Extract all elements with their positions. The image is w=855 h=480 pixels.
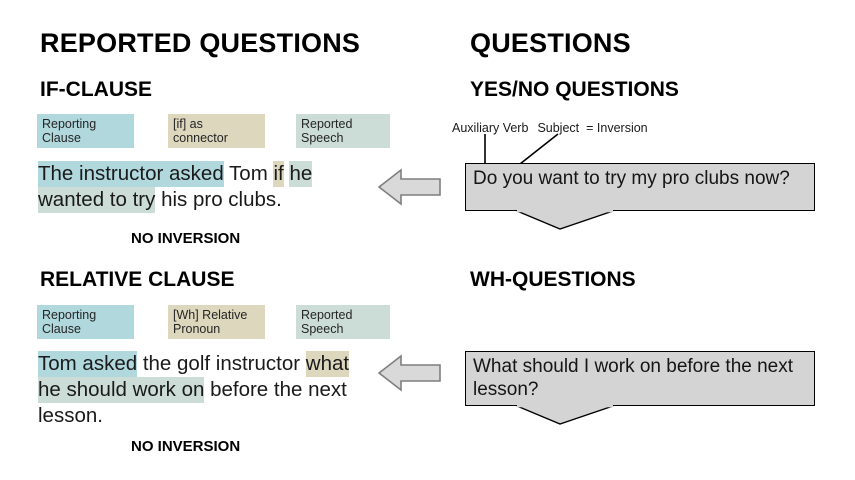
legend-box-if-connector: [if] as connector bbox=[168, 114, 265, 148]
legend-line-2: Clause bbox=[42, 322, 81, 336]
highlight-reporting-clause: Tom asked bbox=[38, 351, 138, 377]
left-column-heading: REPORTED QUESTIONS bbox=[40, 28, 361, 58]
question-bubble-wh-text: What should I work on before the next le… bbox=[465, 351, 815, 406]
legend-box-reporting-clause-2: Reporting Clause bbox=[37, 305, 134, 339]
legend-line-1: Reporting bbox=[42, 117, 97, 131]
legend-line-2: Speech bbox=[301, 322, 344, 336]
plain-text-1: the golf instructor bbox=[137, 352, 306, 375]
annotation-equals-inversion: = Inversion bbox=[586, 121, 648, 135]
highlight-wh-pronoun: what bbox=[305, 351, 350, 377]
section-heading-wh-questions: WH-QUESTIONS bbox=[470, 268, 636, 291]
example-sentence-relative-clause: Tom asked the golf instructor what he sh… bbox=[38, 351, 370, 429]
footer-no-inversion-1: NO INVERSION bbox=[131, 230, 241, 247]
footer-no-inversion-2: NO INVERSION bbox=[131, 438, 241, 455]
right-column-heading: QUESTIONS bbox=[470, 28, 631, 58]
section-heading-if-clause: IF-CLAUSE bbox=[40, 78, 152, 101]
annotation-leader-lines bbox=[484, 133, 559, 165]
arrow-wh-to-relative-clause bbox=[378, 354, 441, 392]
legend-box-reported-speech-1: Reported Speech bbox=[296, 114, 390, 148]
legend-line-2: Speech bbox=[301, 131, 344, 145]
legend-line-2: Clause bbox=[42, 131, 81, 145]
plain-text-1: Tom bbox=[223, 162, 274, 185]
legend-line-1: Reported bbox=[301, 117, 353, 131]
question-bubble-wh: What should I work on before the next le… bbox=[465, 351, 815, 425]
legend-line-1: [if] as bbox=[173, 117, 203, 131]
annotation-subject: Subject bbox=[537, 121, 580, 135]
example-sentence-if-clause: The instructor asked Tom if he wanted to… bbox=[38, 161, 368, 213]
legend-line-2: Pronoun bbox=[173, 322, 221, 336]
legend-line-2: connector bbox=[173, 131, 228, 145]
legend-line-1: Reporting bbox=[42, 308, 97, 322]
question-bubble-yes-no-tail bbox=[516, 209, 614, 230]
plain-text-2: his pro clubs. bbox=[155, 188, 282, 211]
highlight-reported-speech: he should work on bbox=[38, 377, 205, 403]
highlight-reporting-clause: The instructor asked bbox=[38, 161, 224, 187]
annotation-inversion: Auxiliary Verb Subject = Inversion bbox=[452, 121, 648, 135]
legend-line-1: Reported bbox=[301, 308, 353, 322]
question-bubble-yes-no-text: Do you want to try my pro clubs now? bbox=[465, 163, 815, 211]
legend-box-wh-relative-pronoun: [Wh] Relative Pronoun bbox=[168, 305, 265, 339]
legend-box-reported-speech-2: Reported Speech bbox=[296, 305, 390, 339]
legend-box-reporting-clause-1: Reporting Clause bbox=[37, 114, 134, 148]
arrow-yes-no-to-if-clause bbox=[378, 168, 441, 206]
question-bubble-yes-no: Do you want to try my pro clubs now? bbox=[465, 163, 815, 230]
legend-line-1: [Wh] Relative bbox=[173, 308, 248, 322]
question-bubble-wh-tail bbox=[516, 404, 614, 425]
section-heading-relative-clause: RELATIVE CLAUSE bbox=[40, 268, 235, 291]
annotation-auxiliary-verb: Auxiliary Verb bbox=[452, 121, 529, 135]
section-heading-yes-no-questions: YES/NO QUESTIONS bbox=[470, 78, 679, 101]
highlight-connector: if bbox=[273, 161, 284, 187]
plain-text-2: before the next lesson. bbox=[38, 378, 347, 427]
